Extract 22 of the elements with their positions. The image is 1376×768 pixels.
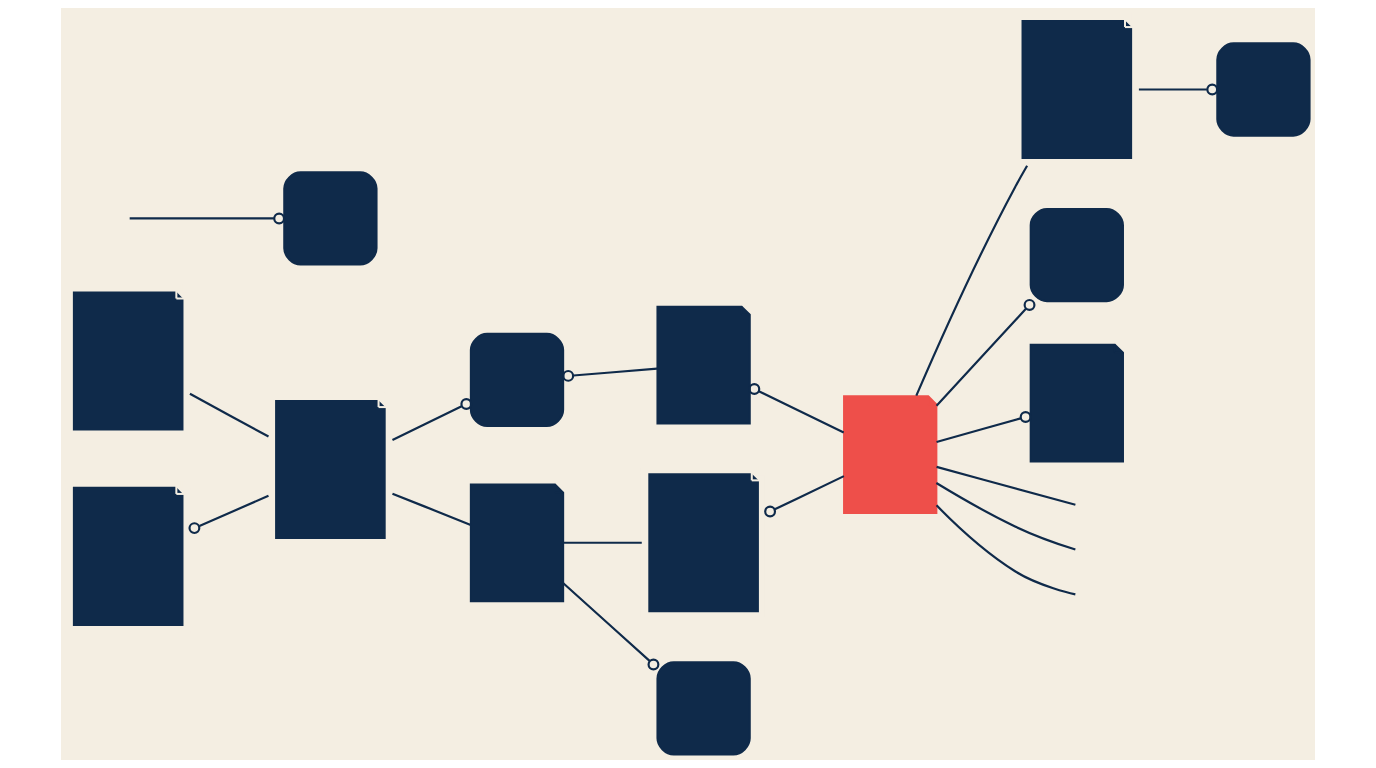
connector bbox=[748, 383, 845, 434]
connector bbox=[915, 165, 1029, 397]
connector bbox=[935, 504, 1076, 596]
connector bbox=[935, 298, 1036, 407]
connector bbox=[392, 492, 472, 526]
connector bbox=[936, 411, 1032, 443]
connector bbox=[764, 475, 845, 518]
connector bbox=[188, 494, 269, 535]
connector bbox=[129, 217, 274, 220]
connector bbox=[563, 541, 642, 544]
connector bbox=[189, 392, 269, 438]
connector bbox=[1138, 83, 1219, 96]
node-box bbox=[656, 661, 751, 756]
connector bbox=[935, 482, 1076, 551]
connector bbox=[936, 465, 1076, 506]
node-box bbox=[283, 171, 378, 266]
connector bbox=[392, 397, 473, 441]
connector bbox=[562, 582, 660, 671]
node-box bbox=[469, 332, 565, 428]
connector bbox=[562, 367, 658, 382]
node-box bbox=[1216, 42, 1311, 137]
node-box bbox=[1029, 207, 1124, 303]
